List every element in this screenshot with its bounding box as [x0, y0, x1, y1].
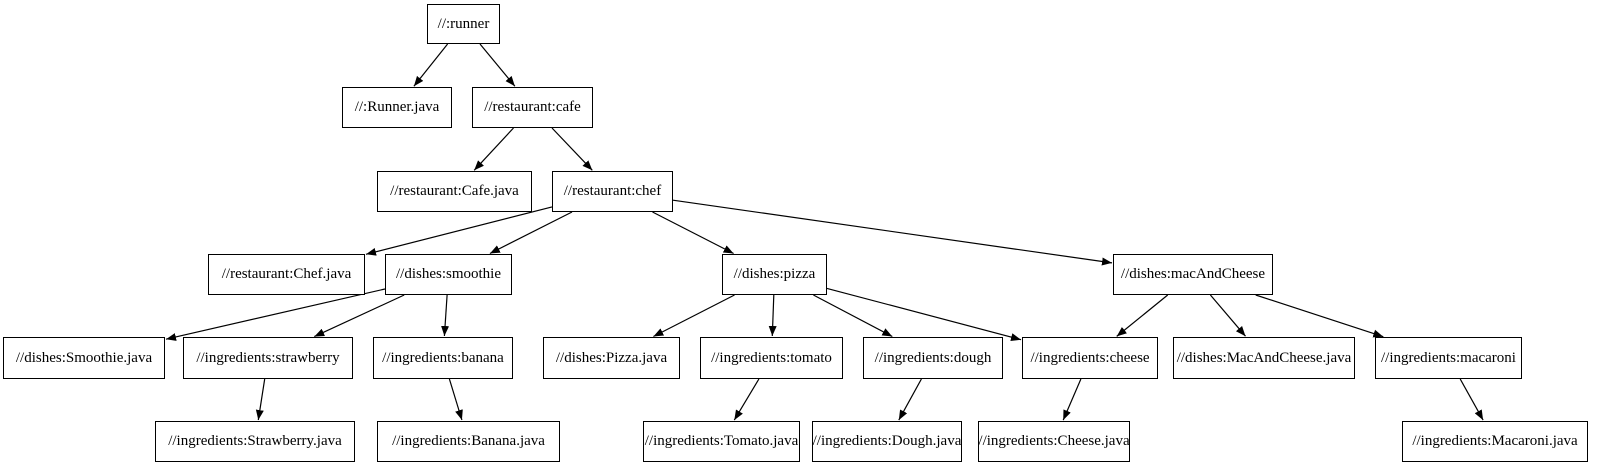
node-target-chef: //restaurant:chef: [552, 171, 673, 212]
node-file-strawberry-java: //ingredients:Strawberry.java: [155, 421, 355, 462]
node-file-macaroni-java: //ingredients:Macaroni.java: [1402, 421, 1588, 462]
dependency-edge-banana-to-banana_java: [448, 378, 463, 421]
dependency-edge-strawberry-to-strawberry_java: [255, 378, 266, 421]
node-file-tomato-java: //ingredients:Tomato.java: [643, 421, 800, 462]
dependency-edge-macandcheese-to-cheese: [1116, 294, 1169, 337]
node-file-runner-java: //:Runner.java: [342, 87, 452, 128]
node-target-tomato: //ingredients:tomato: [700, 337, 843, 379]
node-file-macandcheese-java: //dishes:MacAndCheese.java: [1173, 337, 1355, 379]
node-file-cafe-java: //restaurant:Cafe.java: [377, 171, 532, 212]
dependency-edge-pizza-to-tomato: [768, 294, 777, 337]
dependency-edge-dough-to-dough_java: [898, 378, 922, 421]
node-target-dough: //ingredients:dough: [863, 337, 1003, 379]
node-target-macandcheese: //dishes:macAndCheese: [1113, 254, 1273, 295]
dependency-edge-macaroni-to-macaroni_java: [1459, 378, 1484, 421]
node-file-banana-java: //ingredients:Banana.java: [377, 421, 560, 462]
node-target-runner: //:runner: [427, 4, 500, 44]
dependency-edge-tomato-to-tomato_java: [733, 378, 760, 421]
dependency-edge-pizza-to-dough: [813, 294, 893, 338]
node-target-cheese: //ingredients:cheese: [1022, 337, 1158, 379]
node-file-chef-java: //restaurant:Chef.java: [208, 254, 365, 295]
node-file-cheese-java: //ingredients:Cheese.java: [978, 421, 1130, 462]
dependency-edge-pizza-to-pizza_java: [653, 294, 735, 338]
node-target-pizza: //dishes:pizza: [722, 254, 827, 295]
dependency-edge-chef-to-chef_java: [365, 206, 553, 256]
dependency-edge-runner-to-cafe: [479, 43, 516, 87]
dependency-edge-macandcheese-to-macaroni: [1255, 294, 1384, 338]
node-file-pizza-java: //dishes:Pizza.java: [543, 337, 680, 379]
node-target-banana: //ingredients:banana: [373, 337, 513, 379]
dependency-edge-pizza-to-cheese: [826, 287, 1022, 342]
dependency-edge-chef-to-pizza: [652, 211, 734, 255]
node-target-cafe: //restaurant:cafe: [472, 87, 593, 128]
dependency-edge-runner-to-runner_java: [413, 43, 449, 87]
node-file-smoothie-java: //dishes:Smoothie.java: [3, 337, 165, 379]
node-target-strawberry: //ingredients:strawberry: [183, 337, 353, 379]
node-target-smoothie: //dishes:smoothie: [385, 254, 512, 295]
dependency-edge-chef-to-smoothie: [489, 211, 573, 255]
dependency-edge-cafe-to-cafe_java: [473, 127, 514, 171]
dependency-edge-macandcheese-to-macandcheese_java: [1209, 294, 1246, 337]
dependency-edge-smoothie-to-banana: [441, 294, 450, 337]
dependency-edge-cheese-to-cheese_java: [1062, 378, 1082, 421]
node-target-macaroni: //ingredients:macaroni: [1375, 337, 1522, 379]
dependency-edge-smoothie-to-smoothie_java: [165, 288, 386, 341]
dependency-edge-smoothie-to-strawberry: [314, 294, 405, 338]
dependency-edge-cafe-to-chef: [551, 127, 593, 171]
node-file-dough-java: //ingredients:Dough.java: [812, 421, 962, 462]
